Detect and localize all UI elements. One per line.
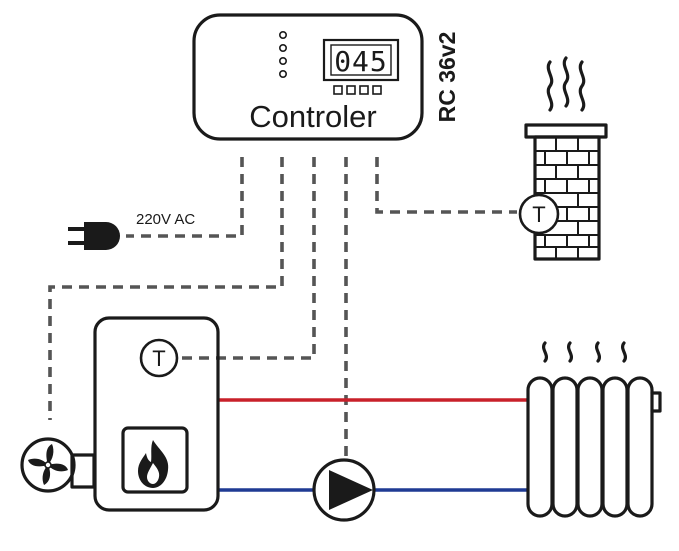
fan-housing bbox=[20, 437, 76, 493]
chimney-smoke bbox=[546, 60, 554, 112]
boiler-temperature-sensor: T bbox=[139, 338, 179, 378]
flame-icon bbox=[138, 440, 169, 488]
controller-buttons bbox=[333, 85, 382, 95]
chimney-bricks bbox=[535, 137, 599, 259]
boiler-body bbox=[93, 316, 220, 512]
radiator-fin-4 bbox=[601, 376, 629, 518]
radiator-icon bbox=[526, 341, 662, 518]
chimney-temperature-sensor: T bbox=[518, 193, 560, 235]
fan-outlet bbox=[70, 453, 96, 489]
indicator-leds bbox=[278, 30, 287, 79]
power-label: 220V AC bbox=[136, 211, 195, 228]
power-wire bbox=[126, 157, 244, 238]
controller-housing bbox=[192, 13, 424, 141]
controller: 045 Controler bbox=[192, 13, 424, 141]
radiator-fin-3 bbox=[576, 376, 604, 518]
plug-icon bbox=[68, 222, 120, 250]
fan-wire bbox=[48, 157, 284, 420]
radiator-valve bbox=[650, 391, 662, 413]
pump-arrow bbox=[329, 470, 373, 510]
lcd-screen bbox=[330, 44, 392, 76]
fan-icon bbox=[20, 437, 96, 493]
firebox-frame bbox=[121, 426, 189, 494]
radiator-fin-1 bbox=[526, 376, 554, 518]
heat-waves-icon bbox=[541, 341, 628, 363]
pump-icon bbox=[312, 458, 376, 522]
chimney-icon bbox=[524, 56, 608, 261]
boiler-sensor-symbol: T bbox=[152, 346, 165, 371]
lcd-readout: 045 bbox=[334, 45, 388, 78]
control-wiring bbox=[48, 157, 517, 460]
boiler: T bbox=[93, 316, 220, 512]
chimney-sensor-symbol: T bbox=[532, 202, 545, 227]
controller-title: Controler bbox=[249, 99, 377, 134]
radiator-fin-5 bbox=[626, 376, 654, 518]
chimney-sensor-wire bbox=[375, 157, 517, 214]
boiler-sensor-wire bbox=[181, 157, 316, 360]
lcd-frame bbox=[322, 38, 400, 82]
radiator-fin-2 bbox=[551, 376, 579, 518]
chimney-cap bbox=[524, 123, 608, 139]
controller-model: RC 36v2 bbox=[434, 32, 460, 123]
pipes bbox=[218, 398, 528, 492]
